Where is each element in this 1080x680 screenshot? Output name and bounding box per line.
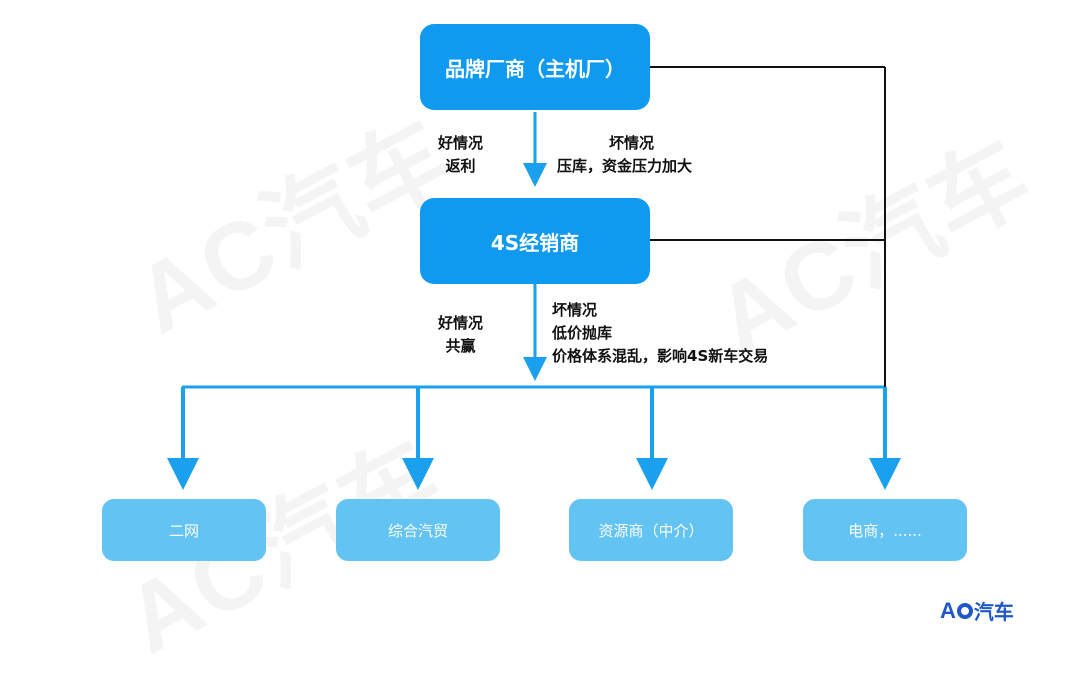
label-line: 低价抛库 [552,324,613,342]
node-4s-dealer: 4S经销商 [420,198,650,284]
label-line: 压库，资金压力加大 [557,157,693,175]
label-line: 返利 [445,157,476,175]
node-ecommerce: 电商，...... [803,499,967,561]
node-brand-manufacturer: 品牌厂商（主机厂） [420,24,650,110]
connector-lines [167,66,901,490]
label-dealer-good: 好情况 共赢 [438,312,483,358]
label-line: 价格体系混乱，影响4S新车交易 [552,347,769,365]
ac-auto-logo: A 汽车 [940,596,1014,625]
label-line: 共赢 [445,337,476,355]
logo-ring-icon [956,602,973,619]
label-brand-good: 好情况 返利 [438,132,483,178]
logo-letter: A [940,597,956,623]
label-line: 好情况 [438,134,484,152]
label-line: 坏情况 [609,134,655,152]
label-brand-bad: 坏情况 压库，资金压力加大 [557,132,692,178]
label-line: 好情况 [438,314,484,332]
node-resource-broker: 资源商（中介） [569,499,733,561]
node-secondary-network: 二网 [102,499,266,561]
label-dealer-bad: 坏情况 低价抛库 价格体系混乱，影响4S新车交易 [552,299,768,368]
label-line: 坏情况 [552,301,598,319]
node-comprehensive-auto-trade: 综合汽贸 [336,499,500,561]
logo-suffix: 汽车 [973,602,1014,624]
